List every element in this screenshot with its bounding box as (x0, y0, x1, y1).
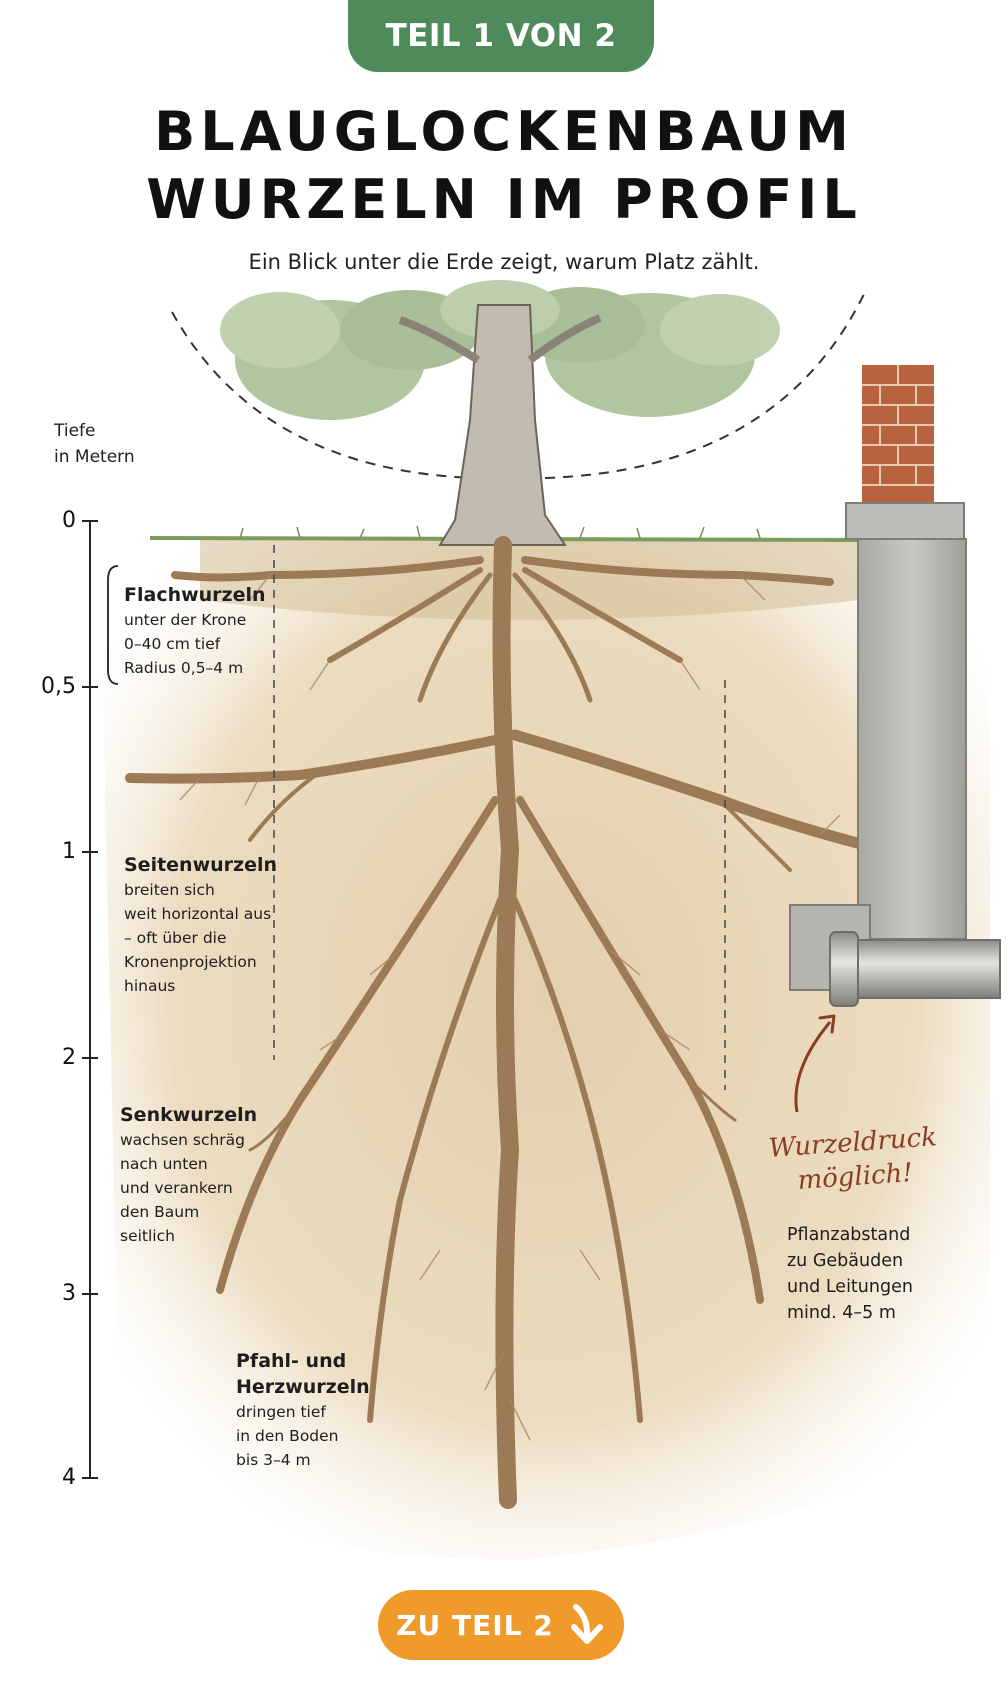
soil-area (100, 540, 990, 1560)
next-part-button[interactable]: ZU TEIL 2 (378, 1590, 624, 1660)
flachwurzeln-line-3: Radius 0,5–4 m (124, 659, 244, 677)
next-part-button-label: ZU TEIL 2 (396, 1608, 554, 1642)
depth-tick-0-5: 0,5 (41, 674, 76, 699)
note-line-1: Pflanzabstand (787, 1225, 911, 1245)
note-line-4: mind. 4–5 m (787, 1303, 896, 1323)
part-tab: TEIL 1 VON 2 (348, 0, 654, 72)
planting-distance-note: Pflanzabstand zu Gebäuden und Leitungen … (787, 1222, 913, 1326)
pfahlwurzeln-line-3: bis 3–4 m (236, 1451, 311, 1469)
subtitle: Ein Blick unter die Erde zeigt, warum Pl… (248, 250, 760, 274)
root-system (125, 536, 911, 1509)
label-senkwurzeln: Senkwurzeln wachsen schräg nach unten un… (120, 1102, 257, 1248)
topsoil-band (200, 540, 860, 620)
pfahlwurzeln-line-2: in den Boden (236, 1427, 339, 1445)
seitenwurzeln-line-5: hinaus (124, 977, 176, 995)
foundation-wall (857, 538, 967, 940)
root-pressure-arrow (794, 1021, 832, 1113)
depth-axis-heading-line-2: in Metern (54, 447, 135, 467)
label-pfahlwurzeln: Pfahl- und Herzwurzeln dringen tief in d… (236, 1348, 370, 1472)
note-line-3: und Leitungen (787, 1277, 913, 1297)
seitenwurzeln-line-3: – oft über die (124, 929, 227, 947)
flachwurzeln-bracket (107, 565, 119, 685)
senkwurzeln-heading: Senkwurzeln (120, 1104, 258, 1126)
drain-pipe (839, 939, 1001, 999)
tree-trunk (438, 304, 567, 546)
senkwurzeln-line-3: und verankern (120, 1179, 233, 1197)
depth-axis-heading-line-1: Tiefe (54, 421, 96, 441)
depth-tick-2: 2 (62, 1045, 76, 1070)
seitenwurzeln-line-4: Kronenprojektion (124, 953, 257, 971)
senkwurzeln-line-2: nach unten (120, 1155, 208, 1173)
seitenwurzeln-heading: Seitenwurzeln (124, 854, 278, 876)
depth-tick-0: 0 (62, 508, 76, 533)
title-line-2: WURZELN IM PROFIL (146, 168, 862, 231)
title-line-1: BLAUGLOCKENBAUM (154, 100, 854, 163)
flachwurzeln-line-1: unter der Krone (124, 611, 247, 629)
pfahlwurzeln-line-1: dringen tief (236, 1403, 326, 1421)
senkwurzeln-line-4: den Baum (120, 1203, 200, 1221)
brick-chimney (862, 365, 934, 505)
depth-axis-heading: Tiefe in Metern (54, 418, 135, 470)
depth-tick-3: 3 (62, 1281, 76, 1306)
seitenwurzeln-line-1: breiten sich (124, 881, 215, 899)
note-line-2: zu Gebäuden (787, 1251, 904, 1271)
pfahlwurzeln-heading-1: Pfahl- und (236, 1350, 347, 1372)
seitenwurzeln-line-2: weit horizontal aus (124, 905, 272, 923)
depth-axis-ticks (82, 520, 98, 1479)
flachwurzeln-heading: Flachwurzeln (124, 584, 266, 606)
depth-tick-1: 1 (62, 839, 76, 864)
depth-tick-4: 4 (62, 1465, 76, 1490)
label-seitenwurzeln: Seitenwurzeln breiten sich weit horizont… (124, 852, 277, 998)
senkwurzeln-line-5: seitlich (120, 1227, 175, 1245)
root-pressure-warning: Wurzeldruck möglich! (762, 1120, 946, 1200)
flachwurzeln-line-2: 0–40 cm tief (124, 635, 221, 653)
down-arrow-icon (568, 1603, 606, 1647)
crown-projection-arc (171, 289, 867, 479)
label-flachwurzeln: Flachwurzeln unter der Krone 0–40 cm tie… (124, 582, 266, 680)
pfahlwurzeln-heading-2: Herzwurzeln (236, 1376, 370, 1398)
senkwurzeln-line-1: wachsen schräg (120, 1131, 246, 1149)
fine-roots (179, 574, 881, 1441)
foundation-cap (845, 502, 965, 540)
